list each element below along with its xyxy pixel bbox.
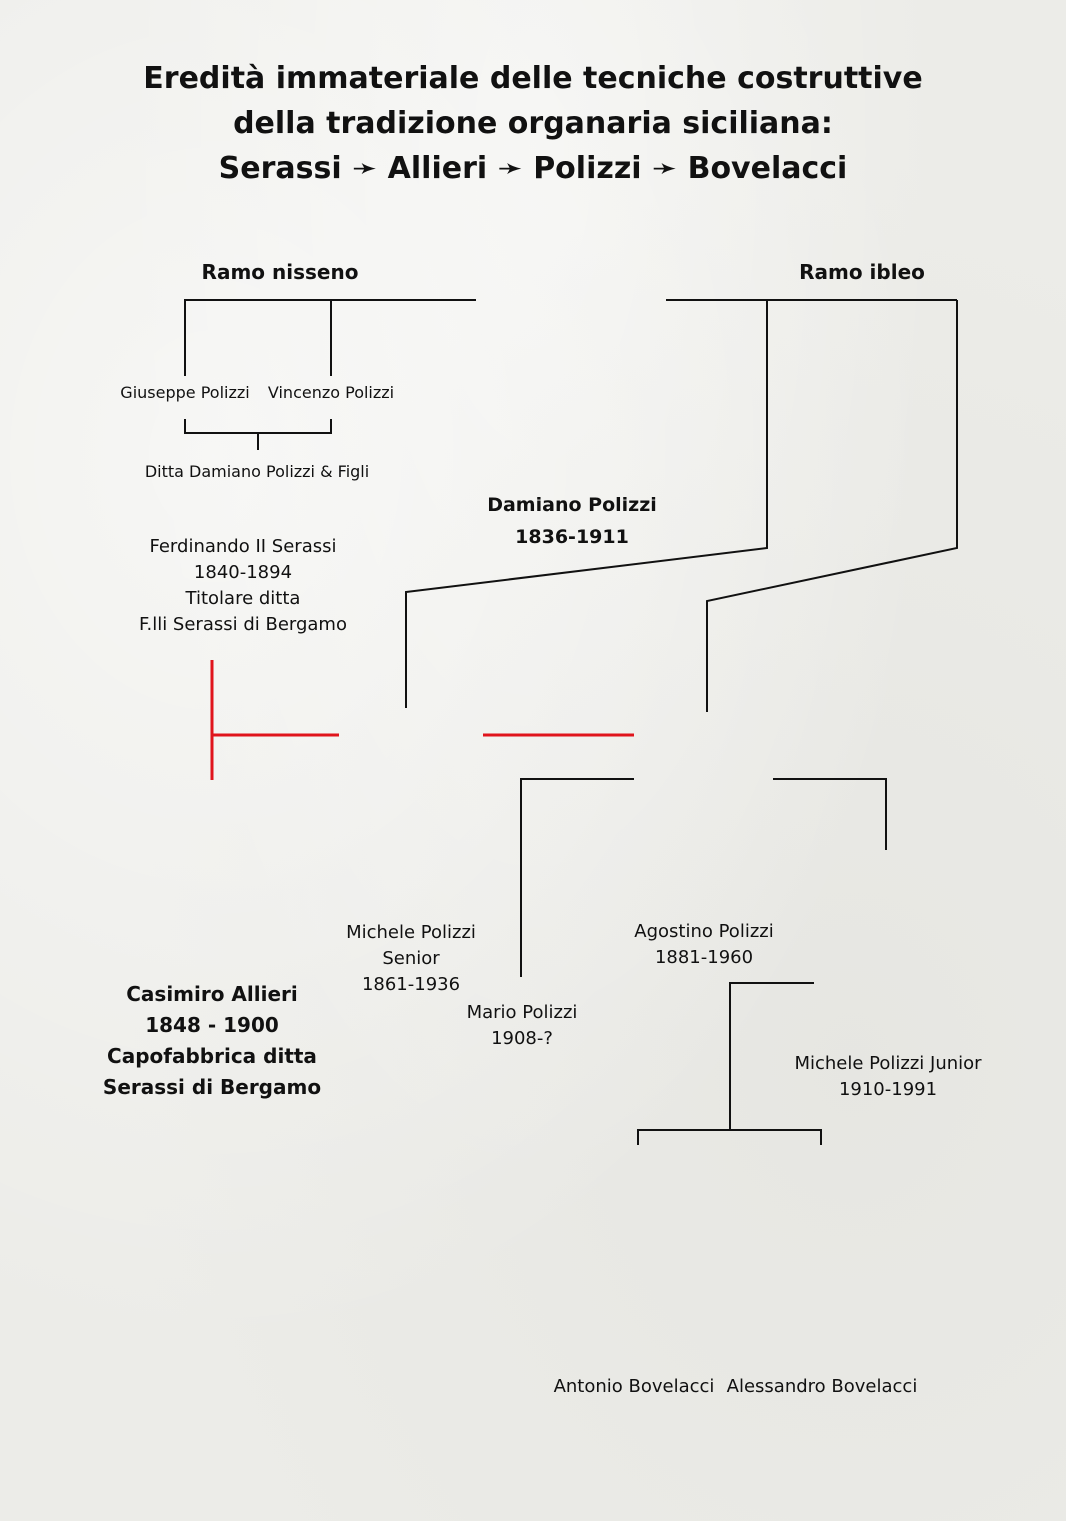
person-giuseppe: Giuseppe Polizzi bbox=[120, 383, 250, 402]
michele-junior-name: Michele Polizzi Junior bbox=[794, 1053, 982, 1074]
mario-name: Mario Polizzi bbox=[466, 1002, 578, 1023]
ibleo-right-connector bbox=[706, 300, 958, 712]
michele-senior-name: Michele Polizzi bbox=[346, 922, 476, 943]
person-alessandro: Alessandro Bovelacci bbox=[726, 1376, 918, 1397]
person-ferdinando: Ferdinando II Serassi 1840-1894 Titolare… bbox=[139, 534, 347, 638]
person-michele-junior: Michele Polizzi Junior 1910-1991 bbox=[794, 1051, 981, 1103]
ditta-label: Ditta Damiano Polizzi & Figli bbox=[144, 462, 370, 481]
damiano-name: Damiano Polizzi bbox=[487, 494, 657, 516]
person-vincenzo: Vincenzo Polizzi bbox=[267, 383, 395, 402]
junior-connector bbox=[729, 982, 814, 1130]
michele-senior-suffix: Senior bbox=[382, 948, 440, 969]
person-mario: Mario Polizzi 1908-? bbox=[467, 1000, 578, 1052]
ibleo-left-connector bbox=[405, 300, 768, 708]
ditta-join-line bbox=[184, 419, 332, 434]
person-damiano: Damiano Polizzi 1836-1911 bbox=[487, 489, 657, 553]
casimiro-firm: Serassi di Bergamo bbox=[102, 1075, 322, 1099]
title-line-3: Serassi ➛ Allieri ➛ Polizzi ➛ Bovelacci bbox=[218, 151, 848, 186]
title-line-1: Eredità immateriale delle tecniche costr… bbox=[143, 61, 923, 96]
branch-nisseno-label: Ramo nisseno bbox=[201, 260, 359, 284]
branch-ibleo-label: Ramo ibleo bbox=[799, 260, 925, 284]
ferdinando-name: Ferdinando II Serassi bbox=[149, 536, 337, 557]
casimiro-name: Casimiro Allieri bbox=[126, 982, 298, 1006]
nisseno-top-line bbox=[184, 299, 476, 376]
page-title: Eredità immateriale delle tecniche costr… bbox=[0, 56, 1066, 191]
casimiro-role: Capofabbrica ditta bbox=[107, 1044, 317, 1068]
mario-years: 1908-? bbox=[491, 1028, 553, 1049]
person-casimiro: Casimiro Allieri 1848 - 1900 Capofabbric… bbox=[103, 979, 321, 1103]
agostino-name: Agostino Polizzi bbox=[634, 921, 774, 942]
michele-junior-years: 1910-1991 bbox=[838, 1079, 938, 1100]
ferdinando-role: Titolare ditta bbox=[185, 588, 301, 609]
agostino-years: 1881-1960 bbox=[654, 947, 754, 968]
damiano-years: 1836-1911 bbox=[515, 526, 629, 548]
person-michele-senior: Michele Polizzi Senior 1861-1936 bbox=[346, 920, 476, 998]
ferdinando-firm: F.lli Serassi di Bergamo bbox=[139, 614, 347, 635]
casimiro-years: 1848 - 1900 bbox=[145, 1013, 279, 1037]
person-agostino: Agostino Polizzi 1881-1960 bbox=[634, 919, 773, 971]
mario-connector bbox=[520, 778, 634, 977]
title-line-2: della tradizione organaria siciliana: bbox=[233, 106, 833, 141]
person-antonio: Antonio Bovelacci bbox=[553, 1376, 715, 1397]
bovelacci-bracket bbox=[637, 1129, 822, 1145]
ferdinando-years: 1840-1894 bbox=[193, 562, 293, 583]
agostino-connector bbox=[773, 778, 887, 850]
michele-senior-years: 1861-1936 bbox=[361, 974, 461, 995]
